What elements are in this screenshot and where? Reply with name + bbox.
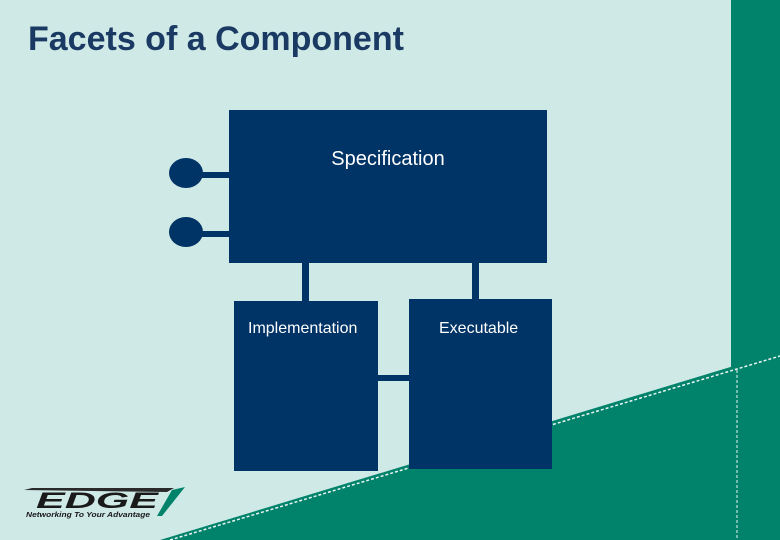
specification-box: Specification bbox=[229, 110, 547, 263]
spec-exec-connector bbox=[472, 260, 479, 302]
interface-port-top bbox=[169, 158, 203, 188]
logo-wordmark: EDGE bbox=[36, 488, 161, 513]
specification-label: Specification bbox=[331, 148, 445, 170]
impl-exec-connector bbox=[376, 375, 412, 381]
interface-connector-top bbox=[200, 172, 232, 178]
spec-impl-connector bbox=[302, 260, 309, 304]
executable-box: Executable bbox=[409, 299, 552, 469]
edge-logo: EDGE Networking To Your Advantage bbox=[24, 487, 185, 519]
executable-label: Executable bbox=[439, 320, 519, 337]
implementation-box: Implementation bbox=[234, 301, 378, 471]
interface-connector-bottom bbox=[200, 231, 232, 237]
logo-tagline: Networking To Your Advantage bbox=[26, 512, 150, 519]
diagonal-dashed-line bbox=[169, 355, 780, 540]
interface-port-bottom bbox=[169, 217, 203, 247]
slide-title: Facets of a Component bbox=[28, 20, 404, 58]
implementation-label: Implementation bbox=[248, 320, 358, 337]
